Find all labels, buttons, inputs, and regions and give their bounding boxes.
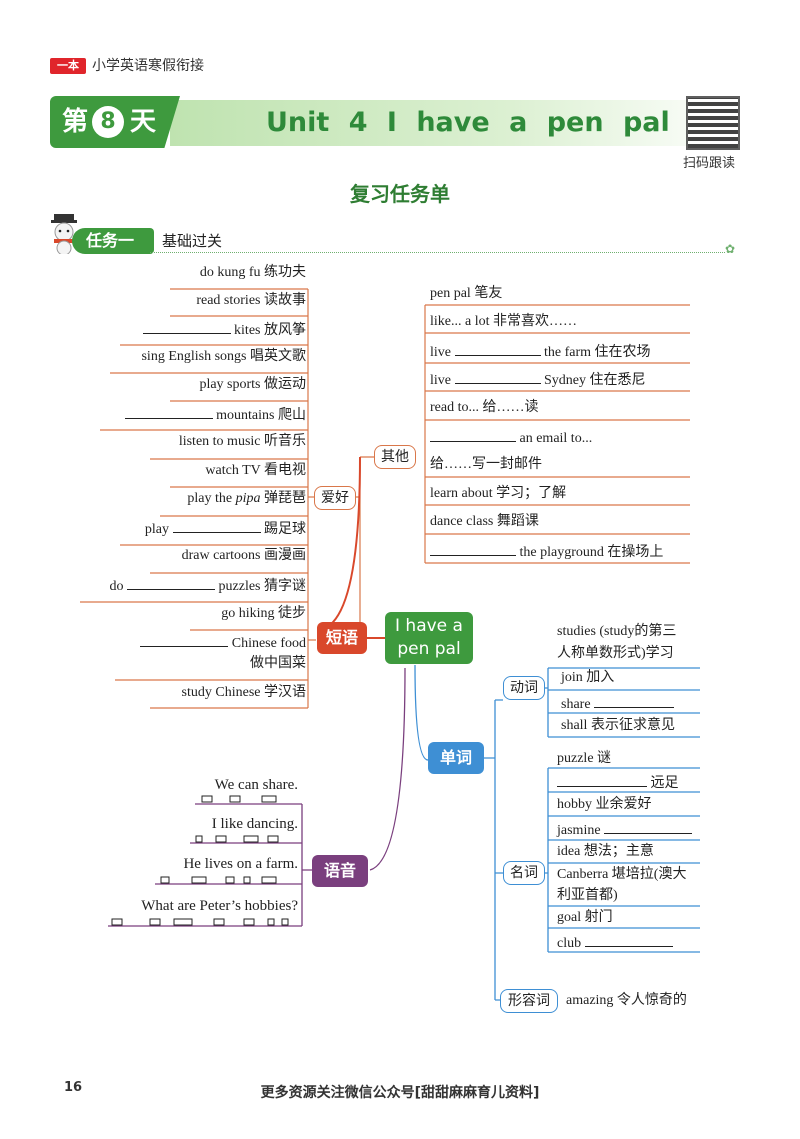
answer-blank[interactable] [454,370,541,384]
other-item: like... a lot 非常喜欢…… [430,314,577,329]
verb-item: shall 表示征求意见 [561,718,675,733]
hobby-italic: pipa [235,491,261,506]
hobby-item: go hiking 徒步 [221,606,306,621]
center-node: I have a pen pal [385,612,473,664]
page-heading: 复习任务单 [350,182,450,206]
answer-blank[interactable] [140,633,229,647]
noun-item: 远足 [557,773,679,793]
others-node: 其他 [374,445,416,469]
other-item: an email to... [430,428,592,448]
phrases-node: 短语 [317,622,367,654]
answer-blank[interactable] [172,519,261,533]
other-item: the playground 在操场上 [430,542,663,562]
hobby-item: listen to music 听音乐 [178,434,306,449]
hobbies-node: 爱好 [314,486,356,510]
other-item: read to... 给……读 [430,400,539,415]
noun-item: goal 射门 [557,910,613,925]
answer-blank[interactable] [454,342,541,356]
phonics-node: 语音 [312,855,368,887]
noun-item: club [557,933,673,953]
hobby-item: sing English songs 唱英文歌 [141,349,306,364]
noun-item: hobby 业余爱好 [557,797,652,812]
verb-item: join 加入 [561,670,615,685]
hobby-item: Chinese food [140,633,306,653]
answer-blank[interactable] [430,542,516,556]
noun-item: Canberra 堪培拉(澳大 [557,867,687,882]
others-list: pen pal 笔友 like... a lot 非常喜欢…… live the f… [430,0,700,600]
day-prefix: 第 [62,107,89,137]
phonics-sentence: What are Peter’s hobbies? [141,898,298,914]
day-suffix: 天 [130,107,157,137]
answer-blank[interactable] [557,773,647,787]
footer-note: 更多资源关注微信公众号[甜甜麻麻育儿资料] [260,1085,540,1101]
noun-item: idea 想法；主意 [557,844,654,859]
hobby-item: play sports 做运动 [199,377,306,392]
noun-item: jasmine [557,820,693,840]
other-item: pen pal 笔友 [430,286,503,301]
hobbies-list: do kung fu 练功夫 read stories 读故事 kites 放风筝… [60,0,306,720]
adjective-node: 形容词 [500,989,558,1013]
hobby-item: read stories 读故事 [196,293,306,308]
hobby-item: watch TV 看电视 [205,463,306,478]
verb-item-line2: 人称单数形式)学习 [557,646,674,661]
qr-label[interactable]: 扫码跟读 [683,156,736,171]
hobby-item: do kung fu 练功夫 [199,265,306,280]
nouns-node: 名词 [503,861,545,885]
brand-logo: 一本 [50,58,86,74]
hobby-item: draw cartoons 画漫画 [181,548,306,563]
other-item: live the farm 住在农场 [430,342,651,362]
hobby-item: play the pipa 弹琵琶 [187,491,306,506]
words-node: 单词 [428,742,484,774]
other-item: learn about 学习；了解 [430,486,567,501]
answer-blank[interactable] [584,933,673,947]
title-band [170,100,740,146]
qr-code-icon[interactable] [686,96,740,150]
task-divider [150,252,725,253]
task-name: 基础过关 [162,232,223,250]
answer-blank[interactable] [604,820,693,834]
flower-icon: ✿ [725,242,736,256]
hobby-item: kites 放风筝 [142,320,306,340]
phonics-underlines [108,667,406,927]
noun-item: puzzle 谜 [557,751,612,766]
unit-title: Unit 4 I have a pen pal [266,107,670,138]
verb-item: studies (study的第三 [557,624,677,639]
hobby-item: study Chinese 学汉语 [181,685,306,700]
phonics-sentence: I like dancing. [211,816,298,832]
page-number: 16 [64,1080,83,1095]
hobby-item-line2: 做中国菜 [250,656,306,671]
verb-item: share [561,694,675,714]
phonics-sentence: He lives on a farm. [183,856,298,872]
snowman-icon [51,214,77,254]
hobby-item: do puzzles 猜字谜 [110,576,306,596]
task-pill [72,228,154,254]
noun-item-line2: 利亚首都) [557,888,618,903]
series-title: 小学英语寒假衔接 [92,58,204,74]
hobby-item: play 踢足球 [145,519,306,539]
word-underlines [414,664,700,1001]
other-item-line2: 给……写一封邮件 [430,457,542,472]
answer-blank[interactable] [594,694,675,708]
answer-blank[interactable] [127,576,216,590]
answer-blank[interactable] [142,320,231,334]
task-label: 任务一 [86,231,135,250]
stress-marks [111,795,289,926]
other-item: dance class 舞蹈课 [430,514,539,529]
other-item: live Sydney 住在悉尼 [430,370,646,390]
hobby-item: mountains 爬山 [124,405,306,425]
verbs-node: 动词 [503,676,545,700]
adjective-item: amazing 令人惊奇的 [566,993,687,1008]
phonics-sentence: We can share. [214,777,298,793]
answer-blank[interactable] [430,428,516,442]
answer-blank[interactable] [124,405,213,419]
day-number: 8 [92,106,124,138]
